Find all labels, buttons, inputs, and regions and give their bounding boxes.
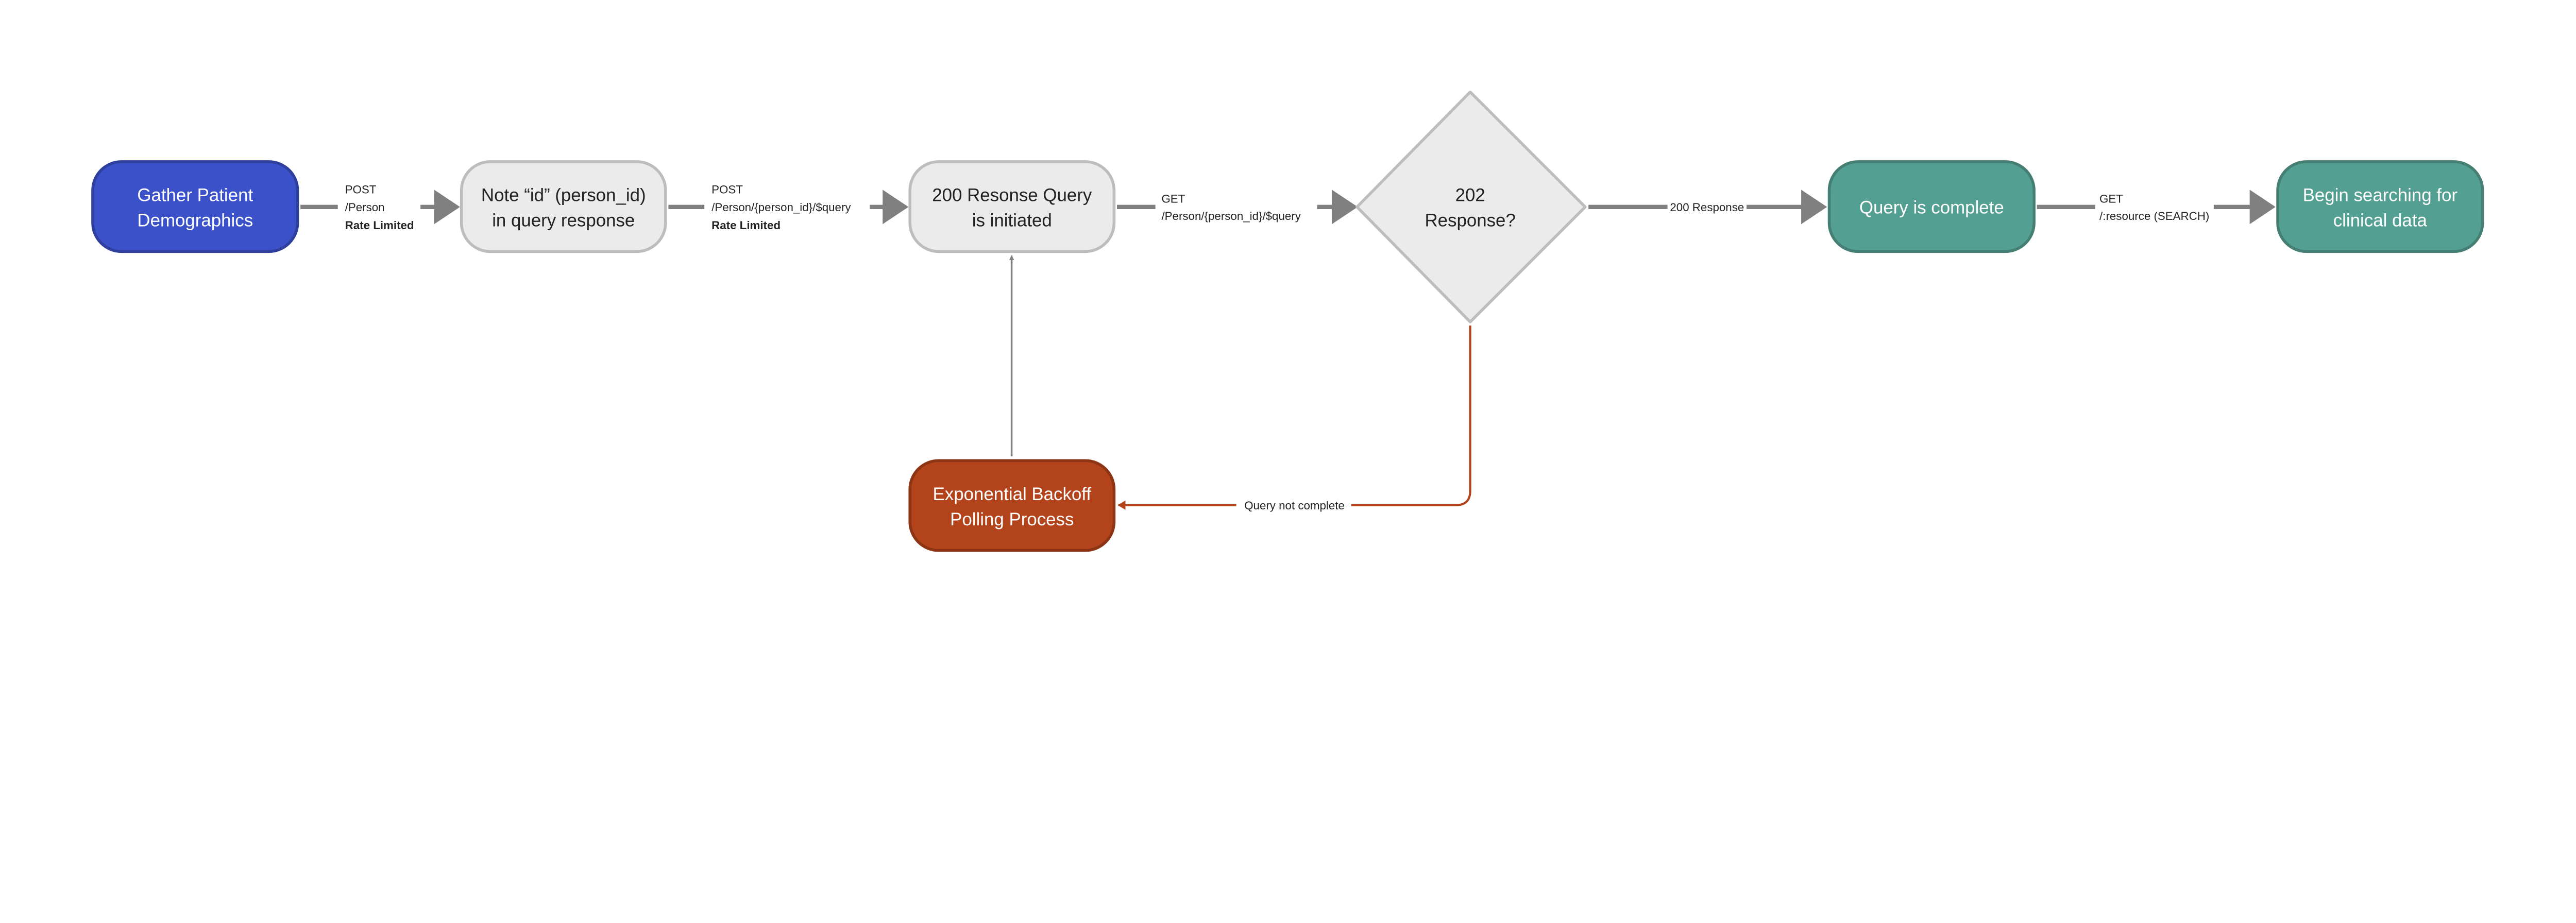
edge-post-person: POST /Person Rate Limited — [300, 179, 460, 234]
node-label: Gather Patient — [137, 185, 253, 206]
edge-path: /Person/{person_id}/$query — [1161, 210, 1301, 223]
edge-label: 200 Response — [1670, 201, 1744, 214]
node-label: Polling Process — [950, 509, 1074, 529]
node-label: Response? — [1425, 210, 1515, 230]
edge-get-search: GET /:resource (SEARCH) — [2037, 189, 2276, 225]
edge-note: Rate Limited — [345, 219, 414, 232]
node-label: is initiated — [972, 210, 1052, 230]
node-label: Demographics — [137, 210, 253, 230]
edge-post-query: POST /Person/{person_id}/$query Rate Lim… — [668, 179, 909, 234]
edge-label: Query not complete — [1244, 499, 1345, 512]
edge-note: Rate Limited — [711, 219, 781, 232]
node-label: Query is complete — [1859, 197, 2004, 217]
edge-method: POST — [345, 183, 377, 196]
edge-get-query: GET /Person/{person_id}/$query — [1116, 189, 1358, 225]
flow-diagram: POST /Person Rate Limited POST /Person/{… — [91, 90, 2484, 552]
node-label: Begin searching for — [2303, 185, 2458, 206]
node-label: 200 Resonse Query — [932, 185, 1092, 206]
edge-path: /Person — [345, 201, 385, 214]
node-gather-patient-demographics: Gather Patient Demographics — [91, 160, 299, 253]
edge-method: GET — [2099, 192, 2123, 205]
node-query-initiated: 200 Resonse Query is initiated — [908, 160, 1116, 253]
node-label: Note “id” (person_id) — [481, 185, 646, 206]
node-label: Exponential Backoff — [933, 484, 1092, 504]
decision-202-response: 202 Response? — [1355, 90, 1587, 323]
node-note-id: Note “id” (person_id) in query response — [460, 160, 667, 253]
edge-path: /Person/{person_id}/$query — [711, 201, 851, 214]
node-begin-searching: Begin searching for clinical data — [2276, 160, 2484, 253]
edge-not-complete: Query not complete — [1117, 325, 1471, 515]
node-exponential-backoff: Exponential Backoff Polling Process — [908, 459, 1116, 552]
edge-path: /:resource (SEARCH) — [2099, 210, 2209, 223]
node-label: in query response — [492, 210, 635, 230]
node-query-complete: Query is complete — [1827, 160, 2036, 253]
edge-200-response: 200 Response — [1588, 190, 1827, 225]
edge-method: POST — [711, 183, 743, 196]
node-label: clinical data — [2333, 210, 2428, 230]
node-label: 202 — [1455, 185, 1485, 206]
edge-method: GET — [1161, 192, 1185, 205]
